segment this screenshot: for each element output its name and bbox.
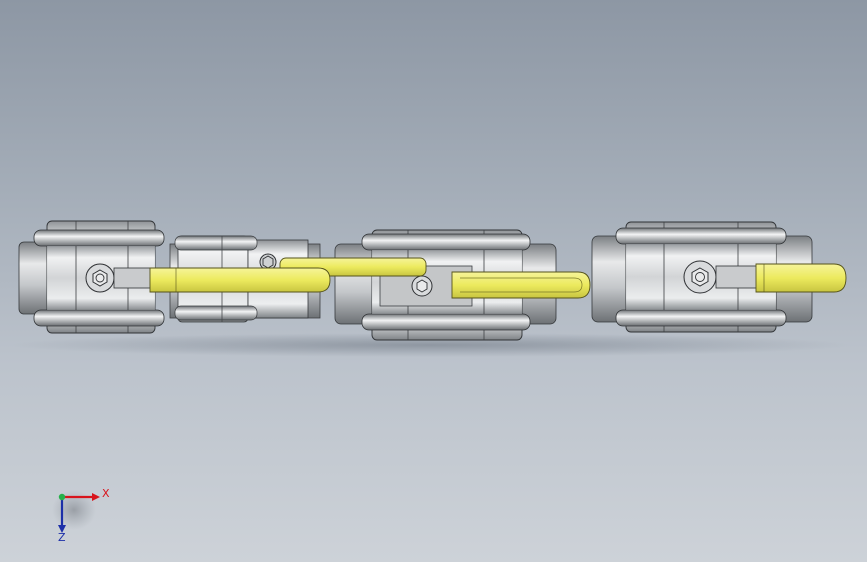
valve-4-bolt-top xyxy=(615,227,787,245)
ball-valve-3[interactable] xyxy=(334,229,557,341)
valve-4-lever[interactable] xyxy=(755,263,847,293)
z-axis-label: Z xyxy=(58,531,66,544)
valve-4-bolt-bottom xyxy=(615,309,787,327)
ground-shadow xyxy=(10,333,850,357)
x-axis-label: X xyxy=(102,487,110,500)
x-axis-arrow xyxy=(92,493,100,501)
valve-1-bolt-bottom xyxy=(33,309,165,327)
valve-3-bolt-bottom xyxy=(361,313,531,331)
lever-handles xyxy=(149,257,847,299)
valve-3-pipe-left xyxy=(334,243,376,325)
valve-1-end-cap xyxy=(18,241,50,315)
y-axis-dot xyxy=(58,493,66,501)
valve-3-bolt-top xyxy=(361,233,531,251)
valve-1-bolt-top xyxy=(33,229,165,247)
coordinate-triad xyxy=(52,490,100,533)
ball-valve-1[interactable] xyxy=(18,220,165,334)
z-axis-arrow xyxy=(58,525,66,533)
ball-valve-4[interactable] xyxy=(591,221,813,333)
valve-1-lever[interactable] xyxy=(149,267,331,293)
valve-3-lever[interactable] xyxy=(451,271,591,299)
valve-4-pipe-left xyxy=(591,235,629,323)
